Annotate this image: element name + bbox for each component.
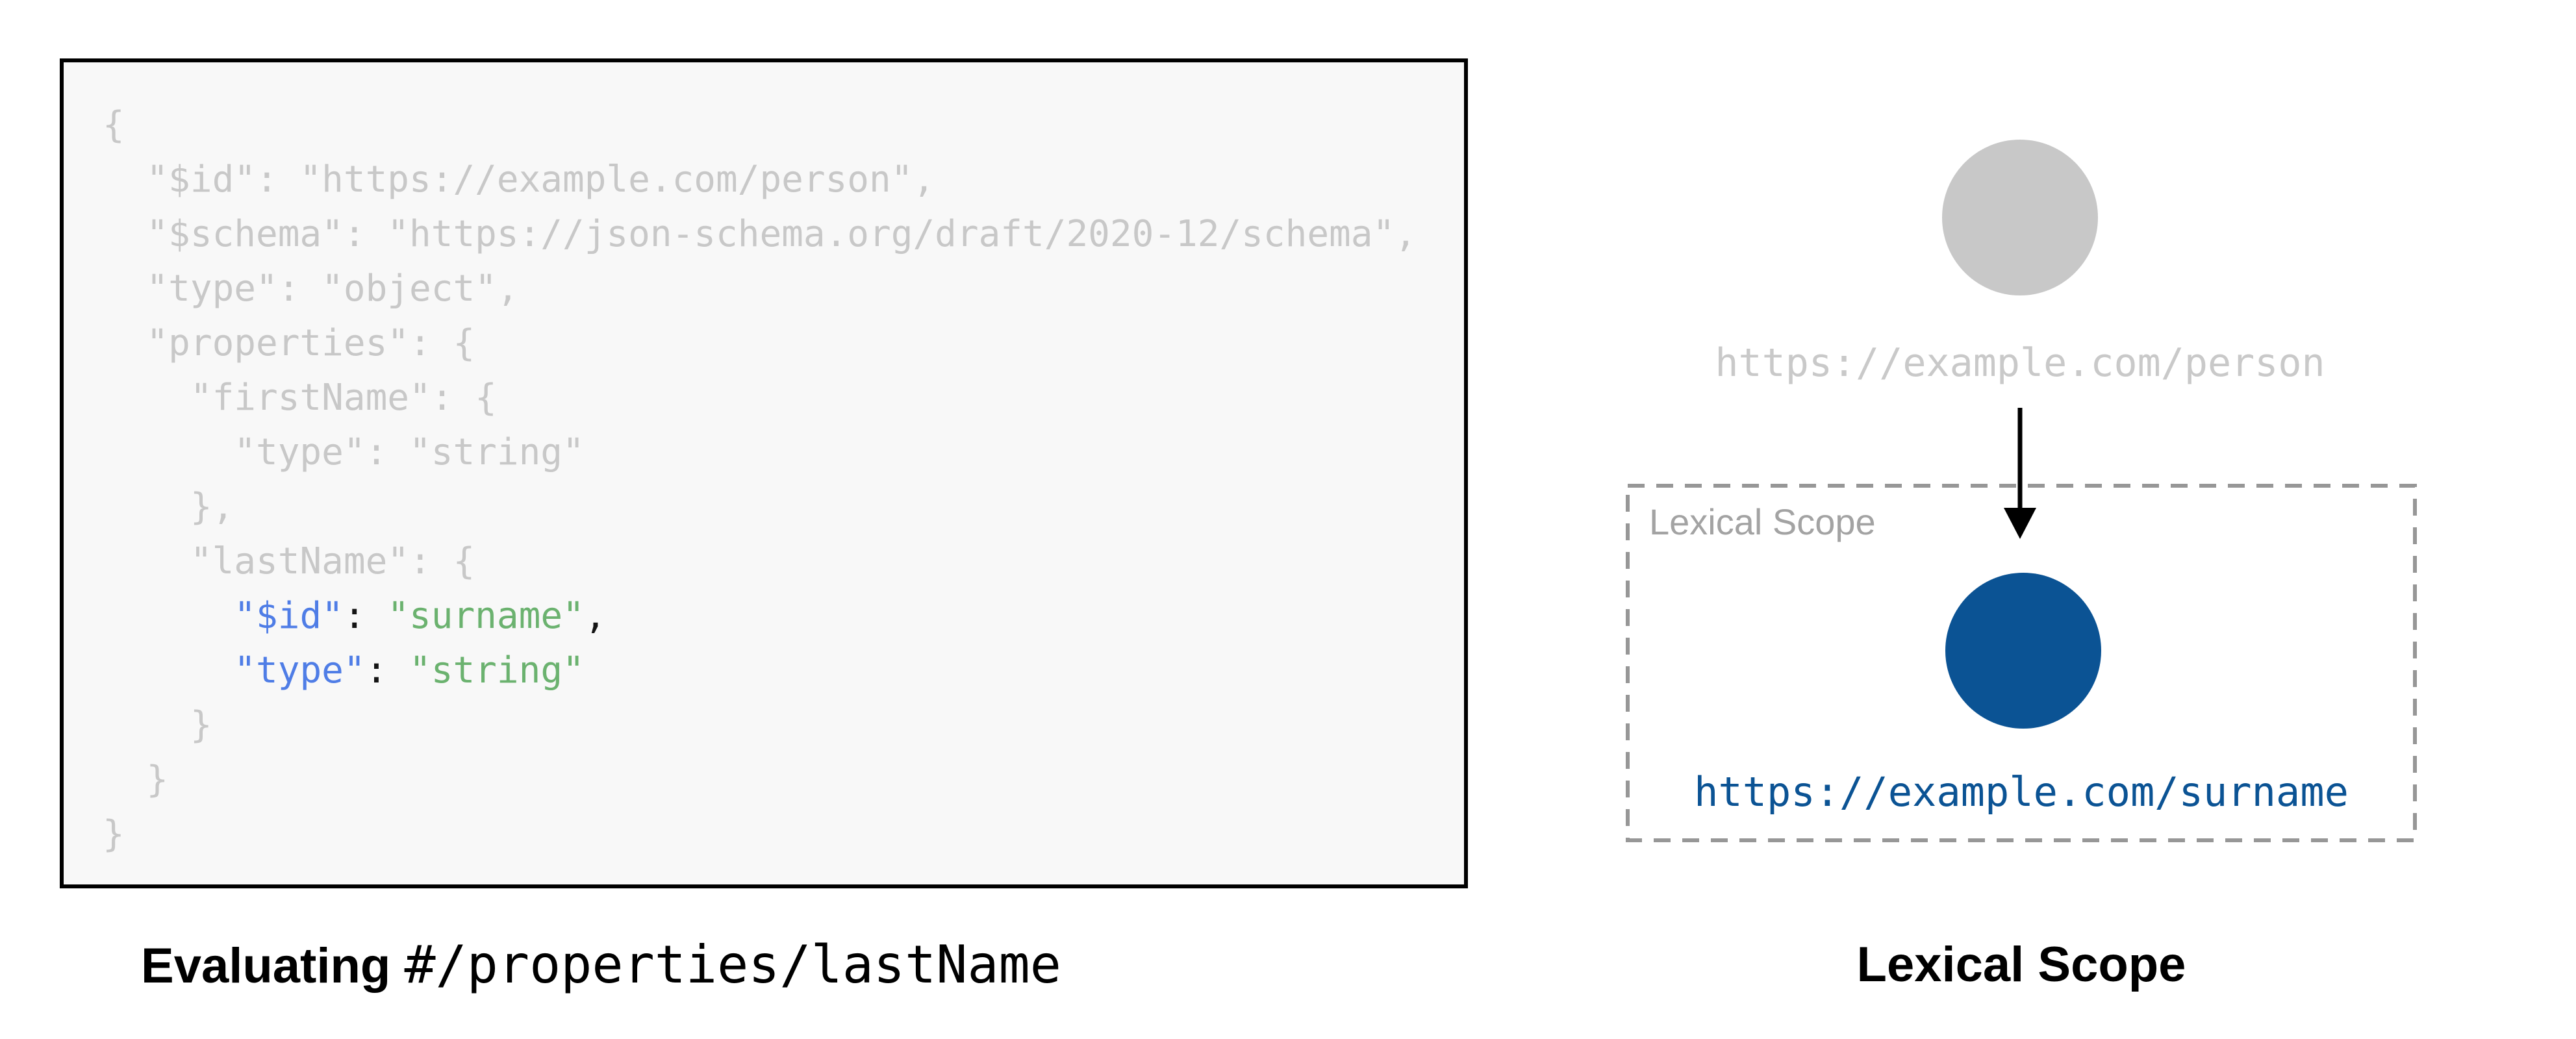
code-token-plain: "$schema": "https://json-schema.org/draf… <box>103 213 1417 255</box>
code-token-str: "surname" <box>387 595 585 637</box>
code-line: "type": "string" <box>103 644 1448 698</box>
code-token-plain: "type": "object", <box>103 268 519 310</box>
code-token-plain: }, <box>103 486 234 528</box>
code-line: }, <box>103 480 1448 534</box>
code-line: } <box>103 698 1448 753</box>
code-token-plain: } <box>103 758 169 801</box>
code-token-plain <box>103 649 234 692</box>
left-caption-json-pointer: #/properties/lastName <box>404 934 1061 995</box>
right-caption: Lexical Scope <box>1856 937 2186 992</box>
code-token-punct: : <box>365 649 410 692</box>
code-line: { <box>103 98 1448 153</box>
json-schema-code: { "$id": "https://example.com/person", "… <box>64 62 1464 862</box>
code-token-punct: : <box>343 595 388 637</box>
code-line: "lastName": { <box>103 534 1448 589</box>
code-token-plain: } <box>103 704 212 746</box>
code-line: "type": "object", <box>103 262 1448 316</box>
lexical-scope-label: Lexical Scope <box>1649 501 1876 542</box>
code-line: "$id": "surname", <box>103 589 1448 644</box>
left-caption-evaluating: Evaluating <box>141 938 391 994</box>
child-schema-node <box>1945 573 2101 729</box>
code-line: "$schema": "https://json-schema.org/draf… <box>103 207 1448 262</box>
left-caption: Evaluating #/properties/lastName <box>141 935 1061 996</box>
code-token-plain: "properties": { <box>103 322 475 364</box>
code-token-plain <box>103 595 234 637</box>
code-token-plain: "lastName": { <box>103 540 475 582</box>
code-token-key: "type" <box>234 649 366 692</box>
code-token-plain: { <box>103 104 125 146</box>
code-line: } <box>103 753 1448 807</box>
code-line: "type": "string" <box>103 425 1448 480</box>
code-token-str: "string" <box>409 649 585 692</box>
code-token-plain: "$id": "https://example.com/person", <box>103 158 935 201</box>
code-line: } <box>103 807 1448 862</box>
arrow-down-icon <box>2004 408 2036 539</box>
code-token-punct: , <box>584 595 607 637</box>
code-token-plain: "type": "string" <box>103 431 585 473</box>
child-schema-uri: https://example.com/surname <box>1694 768 2349 816</box>
code-token-plain: "firstName": { <box>103 377 497 419</box>
lexical-scope-box: Lexical Scope https://example.com/surnam… <box>1626 484 2417 842</box>
code-line: "firstName": { <box>103 371 1448 425</box>
code-line: "$id": "https://example.com/person", <box>103 153 1448 207</box>
code-token-plain: } <box>103 813 125 855</box>
parent-schema-node <box>1942 140 2098 295</box>
code-line: "properties": { <box>103 316 1448 371</box>
code-token-key: "$id" <box>234 595 344 637</box>
json-schema-code-box: { "$id": "https://example.com/person", "… <box>60 58 1468 888</box>
parent-schema-uri: https://example.com/person <box>1715 340 2325 386</box>
